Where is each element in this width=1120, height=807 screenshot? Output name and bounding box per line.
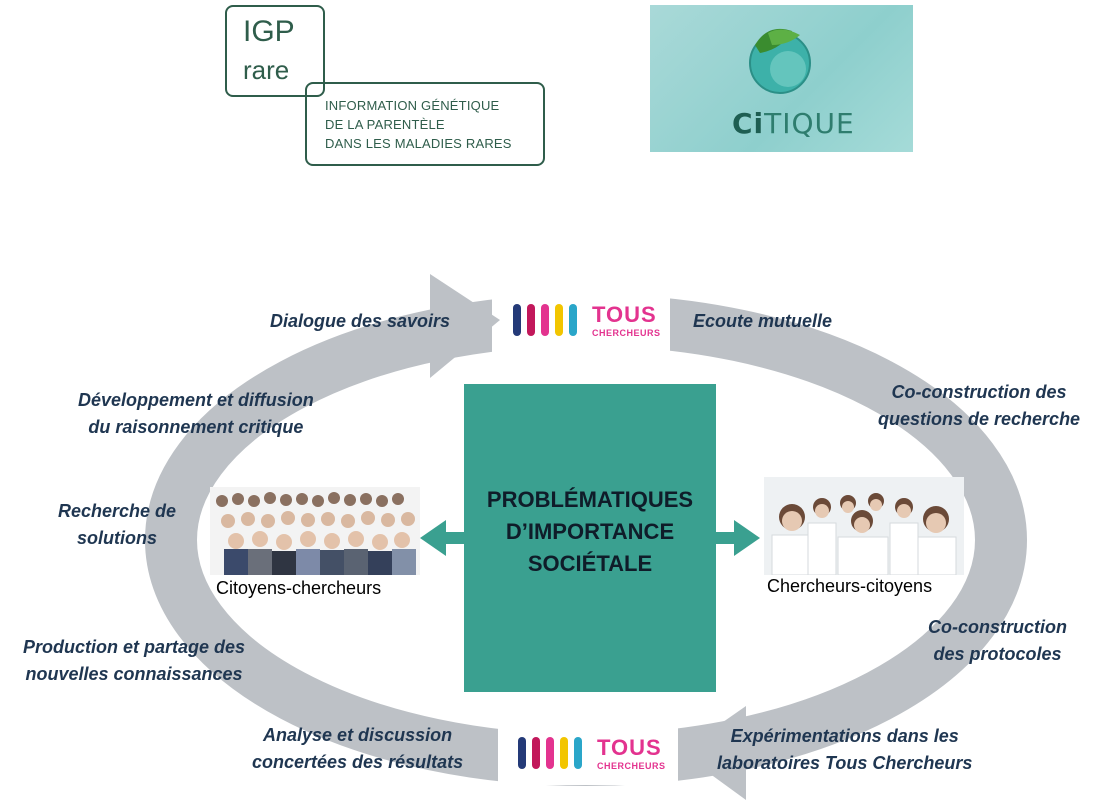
label-line: Co-construction des [891, 382, 1067, 402]
label-dialogue-savoirs: Dialogue des savoirs [270, 308, 450, 335]
igp-title: IGP [243, 15, 295, 48]
citique-suffix: TIQUE [764, 107, 855, 140]
center-title-line: PROBLÉMATIQUES [486, 487, 694, 512]
label-line: Co-construction [928, 617, 1067, 637]
igp-info-line: DANS LES MALADIES RARES [325, 136, 512, 151]
top-arrow-head [430, 274, 500, 378]
label-line: laboratoires Tous Chercheurs [717, 753, 973, 773]
label-line: Ecoute mutuelle [693, 311, 833, 331]
igp-subtitle: rare [243, 55, 290, 85]
label-line: solutions [77, 528, 158, 548]
citizens-photo [210, 487, 420, 575]
bottom-arrow-head [680, 706, 746, 800]
citique-wordmark: CiTIQUE [732, 107, 855, 140]
label-line: Recherche de [58, 501, 177, 521]
test-tubes-icon [513, 304, 577, 336]
igp-rare-logo: IGP rare [225, 5, 325, 97]
label-line: questions de recherche [878, 409, 1081, 429]
test-tubes-icon [518, 737, 582, 769]
igp-info-box: INFORMATION GÉNÉTIQUE DE LA PARENTÈLE DA… [305, 82, 545, 166]
label-recherche-solutions: Recherche de solutions [58, 498, 176, 552]
label-analyse-discussion: Analyse et discussion concertées des rés… [252, 722, 463, 776]
center-title-line: D’IMPORTANCE [505, 519, 675, 544]
left-teal-arrow [420, 520, 466, 556]
label-line: du raisonnement critique [88, 417, 304, 437]
tous-chercheurs-logo-top: TOUS CHERCHEURS [510, 300, 670, 342]
label-line: concertées des résultats [252, 752, 464, 772]
citique-logo: CiTIQUE [650, 5, 913, 152]
label-line: Expérimentations dans les [730, 726, 959, 746]
label-line: nouvelles connaissances [25, 664, 243, 684]
center-box: PROBLÉMATIQUES D’IMPORTANCE SOCIÉTALE [464, 384, 716, 692]
researchers-photo [764, 477, 964, 576]
right-teal-arrow [714, 520, 760, 556]
center-title-line: SOCIÉTALE [527, 551, 653, 576]
chercheurs-word: CHERCHEURS [592, 328, 661, 338]
citizens-caption: Citoyens-chercheurs [216, 578, 382, 598]
tous-chercheurs-logo-bottom: TOUS CHERCHEURS [515, 733, 675, 775]
igp-info-line: INFORMATION GÉNÉTIQUE [325, 98, 500, 113]
label-line: Analyse et discussion [263, 725, 453, 745]
label-production-partage: Production et partage des nouvelles conn… [23, 634, 245, 688]
tous-word: TOUS [597, 735, 662, 760]
label-line: Dialogue des savoirs [270, 311, 451, 331]
chercheurs-word: CHERCHEURS [597, 761, 666, 771]
igp-info-line: DE LA PARENTÈLE [325, 117, 445, 132]
citique-prefix: Ci [732, 107, 765, 140]
label-questions-recherche: Co-construction des questions de recherc… [878, 379, 1080, 433]
tous-word: TOUS [592, 302, 657, 327]
label-line: Production et partage des [23, 637, 246, 657]
label-experimentations: Expérimentations dans les laboratoires T… [717, 723, 972, 777]
researchers-caption: Chercheurs-citoyens [767, 576, 933, 596]
label-line: des protocoles [933, 644, 1062, 664]
label-ecoute-mutuelle: Ecoute mutuelle [693, 308, 832, 335]
label-developpement: Développement et diffusion du raisonneme… [78, 387, 314, 441]
label-line: Développement et diffusion [78, 390, 314, 410]
label-co-construction-protocoles: Co-construction des protocoles [928, 614, 1067, 668]
center-title: PROBLÉMATIQUES D’IMPORTANCE SOCIÉTALE [464, 484, 716, 580]
